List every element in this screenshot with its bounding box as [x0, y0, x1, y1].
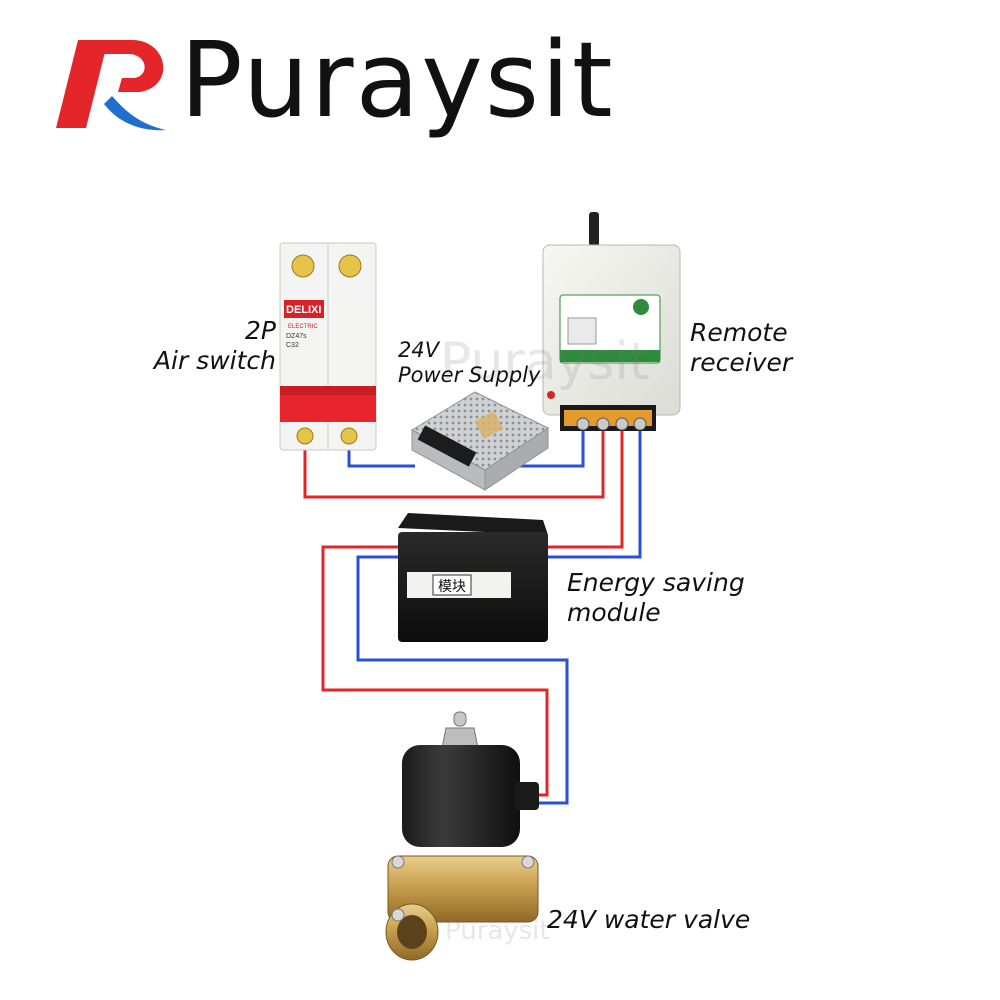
wire-blue-module-valve	[356, 555, 569, 805]
label-remote-receiver: Remote receiver	[690, 318, 792, 377]
receiver-terminal-3	[615, 417, 629, 431]
valve-coil	[402, 745, 520, 847]
air-switch-breaker: DELIXI ELECTRIC DZ47s C32	[279, 242, 377, 451]
label-energy-saving-module: Energy saving module	[567, 568, 745, 627]
receiver-terminal-1	[576, 417, 590, 431]
wire-red-breaker-receiver	[303, 430, 605, 499]
label-remote-receiver-line-1: Remote	[690, 318, 788, 347]
breaker-brand: DELIXI	[286, 304, 321, 316]
label-water-valve: 24V water valve	[547, 905, 750, 935]
logo-red-stroke	[56, 40, 108, 128]
label-power-supply-line-2: Power Supply	[398, 362, 541, 387]
breaker-screw-bottom-right	[340, 427, 358, 445]
wire-blue-receiver-module	[548, 430, 642, 559]
label-energy-saving-module-line-1: Energy saving	[567, 568, 745, 597]
label-air-switch: 2P Air switch	[152, 316, 276, 375]
solenoid-water-valve	[385, 711, 539, 961]
wire-blue-psu-receiver	[515, 430, 585, 468]
breaker-brand-sub: ELECTRIC	[288, 324, 318, 330]
logo-blue-leg	[104, 96, 166, 131]
label-power-supply: 24V Power Supply	[398, 338, 540, 388]
wire-red-receiver-module	[548, 430, 624, 549]
breaker-screw-top-right	[338, 254, 362, 278]
valve-brass-body	[387, 855, 539, 923]
label-remote-receiver-line-2: receiver	[690, 347, 793, 377]
receiver-terminal-2	[596, 417, 610, 431]
logo-red-bowl	[96, 40, 164, 92]
receiver-terminal-4	[633, 417, 647, 431]
wires	[303, 430, 642, 805]
label-energy-saving-module-line-2: module	[567, 597, 661, 627]
brand-logo	[56, 40, 166, 131]
breaker-screw-bottom-left	[296, 427, 314, 445]
power-supply-unit	[410, 391, 549, 491]
module-face-text: 模块	[438, 579, 466, 595]
label-air-switch-line-1: 2P	[245, 316, 276, 345]
psu-terminal-block	[417, 425, 477, 467]
remote-receiver-box	[542, 212, 681, 431]
wire-red-module-valve	[321, 545, 549, 797]
breaker-model: DZ47s	[286, 333, 307, 340]
breaker-screw-top-left	[291, 254, 315, 278]
brand-name: Puraysit	[180, 19, 615, 141]
label-power-supply-line-1: 24V	[398, 338, 440, 362]
label-air-switch-line-2: Air switch	[153, 345, 276, 375]
breaker-toggle-handle	[280, 394, 376, 422]
breaker-rating: C32	[286, 342, 299, 349]
energy-saving-module: 模块	[398, 513, 548, 642]
label-water-valve-line-1: 24V water valve	[547, 905, 751, 934]
